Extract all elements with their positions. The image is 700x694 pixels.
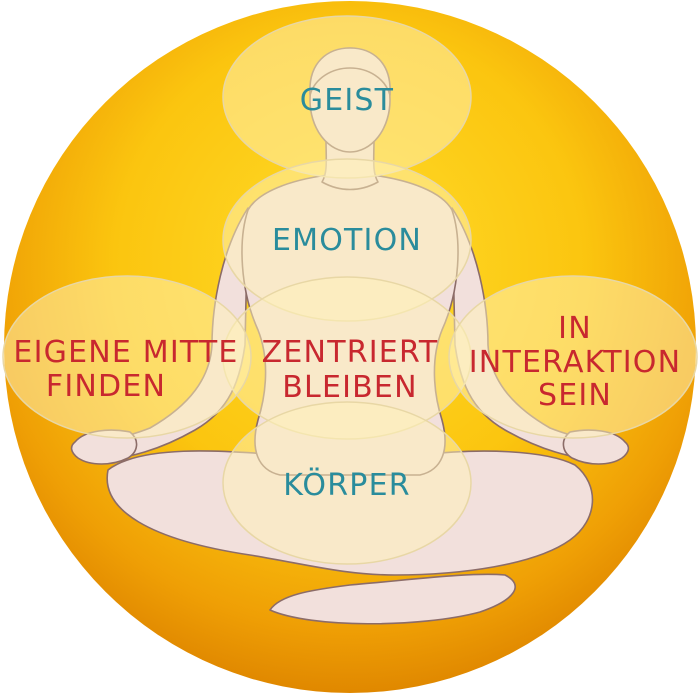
label-geist: GEIST bbox=[300, 83, 394, 118]
ellipse-koerper bbox=[222, 401, 472, 565]
label-mitte-line1: EIGENE MITTE bbox=[13, 335, 238, 370]
label-zentriert-line1: ZENTRIERT bbox=[262, 335, 439, 370]
ellipse-interaktion bbox=[448, 275, 698, 439]
label-zentriert-line2: BLEIBEN bbox=[282, 370, 417, 405]
label-mitte-line2: FINDEN bbox=[46, 369, 166, 404]
label-interaktion-line2: INTERAKTION bbox=[469, 345, 682, 380]
ellipse-group bbox=[2, 15, 698, 565]
label-interaktion-line1: IN bbox=[558, 311, 592, 346]
ellipse-mitte bbox=[2, 275, 252, 439]
label-emotion: EMOTION bbox=[272, 223, 422, 258]
label-koerper: KÖRPER bbox=[283, 467, 411, 503]
label-interaktion-line3: SEIN bbox=[538, 378, 612, 413]
